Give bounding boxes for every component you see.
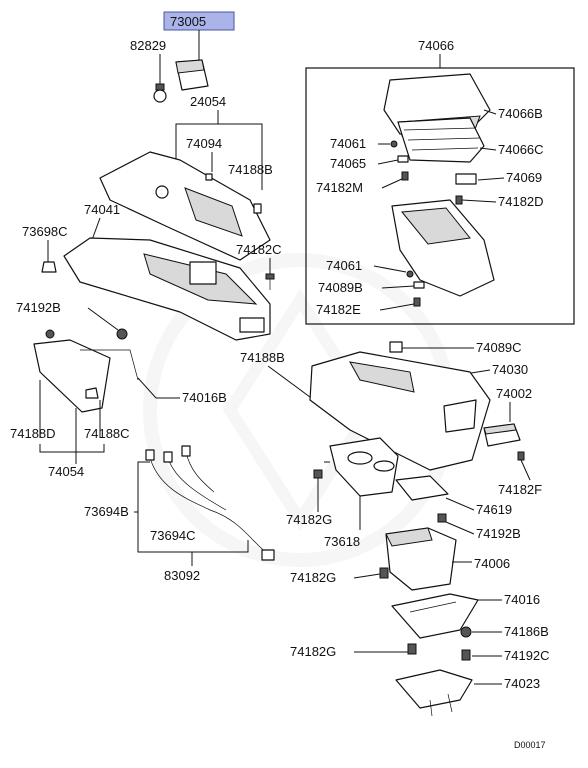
part-label-74192B-left[interactable]: 74192B <box>16 300 61 315</box>
part-label-74182C[interactable]: 74182C <box>236 242 282 257</box>
part-label-74619[interactable]: 74619 <box>476 502 512 517</box>
part-label-74188D[interactable]: 74188D <box>10 426 56 441</box>
diagram-code: D00017 <box>514 740 546 750</box>
part-label-73005[interactable]: 73005 <box>170 14 206 29</box>
part-label-24054[interactable]: 24054 <box>190 94 226 109</box>
mat-74619-part <box>395 475 449 501</box>
part-label-74069[interactable]: 74069 <box>506 170 542 185</box>
part-label-74023[interactable]: 74023 <box>504 676 540 691</box>
part-label-82829[interactable]: 82829 <box>130 38 166 53</box>
part-label-74192C[interactable]: 74192C <box>504 648 550 663</box>
part-label-74188B-mid[interactable]: 74188B <box>240 350 285 365</box>
console-main-body-part <box>63 237 271 341</box>
armrest-tray-part <box>397 117 485 163</box>
console-upper-cover-part <box>99 151 271 261</box>
part-label-74066[interactable]: 74066 <box>418 38 454 53</box>
part-label-74186B[interactable]: 74186B <box>504 624 549 639</box>
part-label-74182M[interactable]: 74182M <box>316 180 363 195</box>
part-label-83092[interactable]: 83092 <box>164 568 200 583</box>
part-label-74016[interactable]: 74016 <box>504 592 540 607</box>
part-label-74182G-c[interactable]: 74182G <box>290 644 336 659</box>
part-label-74094[interactable]: 74094 <box>186 136 222 151</box>
part-label-74041[interactable]: 74041 <box>84 202 120 217</box>
part-label-74066C[interactable]: 74066C <box>498 142 544 157</box>
part-label-74188C[interactable]: 74188C <box>84 426 130 441</box>
screw-74182C-part <box>265 273 275 290</box>
part-label-73698C[interactable]: 73698C <box>22 224 68 239</box>
part-label-74192B-right[interactable]: 74192B <box>476 526 521 541</box>
part-label-74089C[interactable]: 74089C <box>476 340 522 355</box>
part-label-74066B[interactable]: 74066B <box>498 106 543 121</box>
side-cover-part <box>33 339 139 413</box>
part-label-74188B-top[interactable]: 74188B <box>228 162 273 177</box>
bracket-74016-part <box>391 593 479 639</box>
storage-tray-74002-part <box>483 423 521 447</box>
part-label-74002[interactable]: 74002 <box>496 386 532 401</box>
part-label-74182G-b[interactable]: 74182G <box>290 570 336 585</box>
part-label-74061-a[interactable]: 74061 <box>330 136 366 151</box>
part-label-74182F[interactable]: 74182F <box>498 482 542 497</box>
part-label-74065[interactable]: 74065 <box>330 156 366 171</box>
part-label-73694C[interactable]: 73694C <box>150 528 196 543</box>
rear-console-part <box>309 351 491 471</box>
clip-73698C-part <box>41 261 57 273</box>
wiring-harness-part <box>145 445 275 561</box>
part-label-74061-b[interactable]: 74061 <box>326 258 362 273</box>
part-label-74006[interactable]: 74006 <box>474 556 510 571</box>
part-label-74182E[interactable]: 74182E <box>316 302 361 317</box>
part-label-74182D[interactable]: 74182D <box>498 194 544 209</box>
bracket-74023-part <box>395 669 473 717</box>
clip-74188C-part <box>85 387 99 399</box>
bolt-74192B-left-part <box>45 328 128 340</box>
armrest-base-part <box>391 199 495 297</box>
clip-82829-part <box>153 83 167 103</box>
storage-box-74006-part <box>385 527 457 591</box>
armrest-group-frame <box>305 67 575 325</box>
part-label-73694B[interactable]: 73694B <box>84 504 129 519</box>
cup-holder-part <box>329 437 399 497</box>
shift-boot-part <box>175 59 209 91</box>
part-label-74030[interactable]: 74030 <box>492 362 528 377</box>
part-label-74089B[interactable]: 74089B <box>318 280 363 295</box>
part-label-74054[interactable]: 74054 <box>48 464 84 479</box>
part-label-73618[interactable]: 73618 <box>324 534 360 549</box>
part-label-74182G-a[interactable]: 74182G <box>286 512 332 527</box>
part-label-74016B[interactable]: 74016B <box>182 390 227 405</box>
